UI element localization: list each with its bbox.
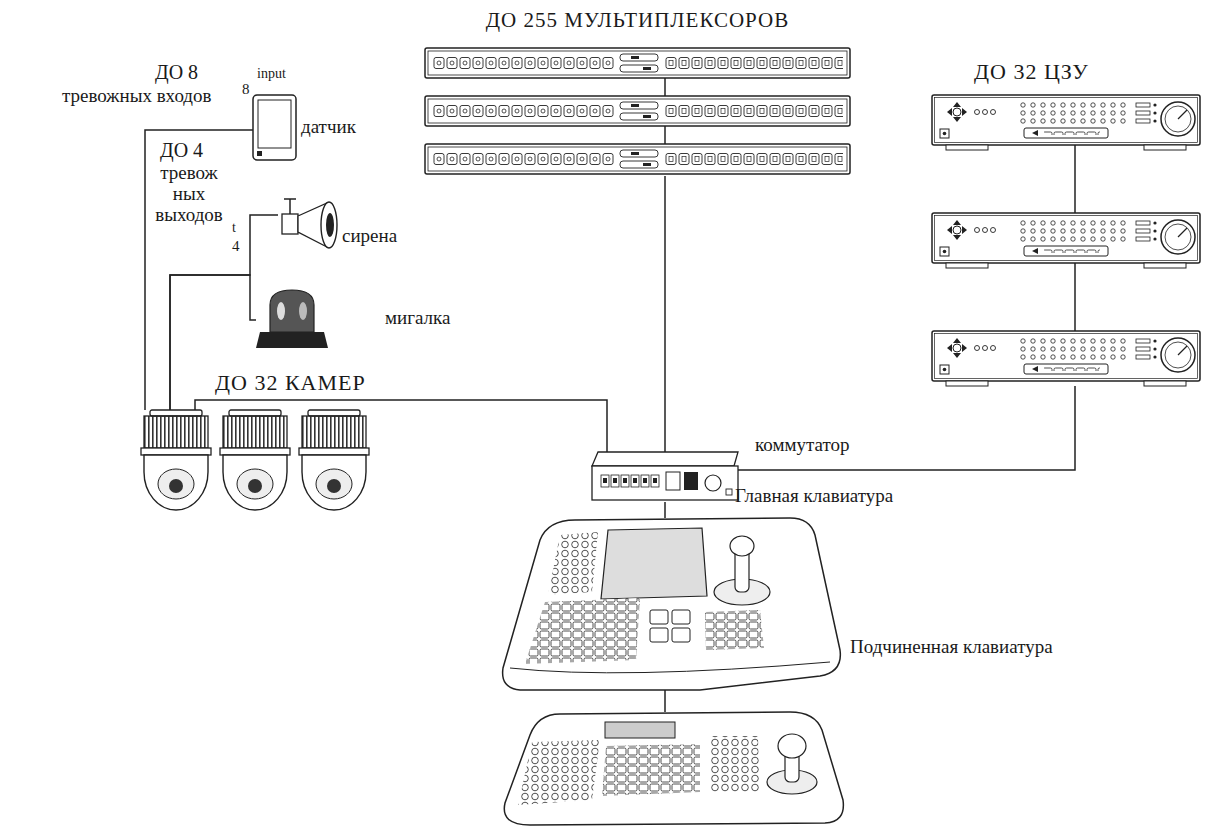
main-keyboard xyxy=(510,662,830,673)
siren-horn xyxy=(289,199,291,214)
wire-connector xyxy=(664,690,666,712)
multiplexer-stack xyxy=(425,48,850,78)
recorder-stack xyxy=(1074,145,1076,213)
network-switch xyxy=(684,472,698,490)
slave-keyboard xyxy=(778,734,806,758)
beacon-lamp xyxy=(277,302,285,320)
camera-group xyxy=(299,410,369,510)
recorder-stack xyxy=(932,95,1200,386)
alarm-sensor xyxy=(253,95,296,160)
multiplexer-stack xyxy=(425,144,850,174)
network-switch xyxy=(705,475,721,491)
wire-connector xyxy=(195,400,607,452)
main-keyboard xyxy=(503,518,841,690)
main-keyboard xyxy=(650,610,668,624)
recorder-stack xyxy=(1074,263,1076,331)
alarm-sensor xyxy=(257,151,262,156)
multiplexer-stack xyxy=(425,96,850,126)
alarm-sensor xyxy=(258,100,291,148)
network-switch xyxy=(592,466,738,500)
beacon-lamp xyxy=(299,302,307,320)
annotation-label: тревож ных выходов xyxy=(150,163,228,226)
device-label: ДО 32 КАМЕР xyxy=(215,370,366,395)
main-keyboard xyxy=(672,610,690,624)
main-keyboard: Главная клавиатура xyxy=(500,518,840,690)
siren-device: сирена xyxy=(278,198,340,250)
siren-horn xyxy=(282,199,337,248)
annotation-label: ДО 8 xyxy=(155,61,198,83)
annotation-label: t xyxy=(232,220,236,235)
device-label: сирена xyxy=(342,225,397,247)
wire-connector xyxy=(738,386,1075,470)
siren-horn xyxy=(326,213,334,237)
device-label: ДО 32 ЦЗУ xyxy=(974,59,1089,84)
slave-keyboard xyxy=(518,740,600,805)
beacon-lamp xyxy=(256,332,328,348)
wire-connector xyxy=(145,130,253,410)
multiplexer-stack xyxy=(425,48,850,174)
siren-horn xyxy=(321,202,337,248)
device-label: Главная клавиатура xyxy=(735,485,893,507)
device-label: коммутатор xyxy=(755,434,849,456)
device-label: Подчиненная клавиатура xyxy=(850,636,1053,658)
device-label: мигалка xyxy=(385,307,450,329)
slave-keyboard xyxy=(602,744,700,796)
main-keyboard xyxy=(548,532,598,595)
annotation-label: тревожных входов xyxy=(62,86,212,107)
network-switch xyxy=(600,474,660,488)
sensor-device: датчик xyxy=(253,95,296,160)
multiplexer-stack xyxy=(664,78,666,96)
siren-horn xyxy=(282,214,298,234)
recorder-stack xyxy=(932,331,1200,386)
recorder-stack xyxy=(932,95,1200,150)
recorder-group: ДО 32 ЦЗУ xyxy=(932,93,1202,386)
main-keyboard xyxy=(525,598,640,664)
slave-keyboard xyxy=(504,712,843,825)
beacon-lamp xyxy=(270,290,314,332)
wire-connector xyxy=(664,502,666,518)
camera-group: ДО 32 КАМЕР xyxy=(140,410,372,510)
alarm-sensor xyxy=(253,95,296,160)
network-switch xyxy=(592,452,738,466)
slave-keyboard xyxy=(504,712,843,825)
wire-connector xyxy=(664,176,666,452)
slave-keyboard xyxy=(710,736,760,792)
slave-keyboard: Подчиненная клавиатура xyxy=(500,712,845,826)
annotation-label: 8 xyxy=(242,81,250,98)
beacon-device: мигалка xyxy=(256,290,328,350)
annotation-label: ДО 4 xyxy=(160,139,203,161)
main-keyboard xyxy=(672,628,690,642)
main-keyboard xyxy=(730,536,754,556)
camera-group xyxy=(141,410,211,510)
multiplexer-group: ДО 255 МУЛЬТИПЛЕКСОРОВ xyxy=(425,46,850,176)
annotation-label: 4 xyxy=(232,238,240,255)
slave-keyboard xyxy=(605,722,675,738)
main-keyboard xyxy=(503,518,841,690)
network-switch xyxy=(726,489,732,495)
device-label: датчик xyxy=(301,116,356,138)
siren-horn xyxy=(284,198,296,200)
switch-device: коммутатор xyxy=(590,452,738,502)
multiplexer-stack xyxy=(664,126,666,144)
camera-group xyxy=(220,410,290,510)
network-switch xyxy=(666,472,680,490)
device-label: ДО 255 МУЛЬТИПЛЕКСОРОВ xyxy=(425,8,850,32)
main-keyboard xyxy=(705,610,764,650)
beacon-lamp xyxy=(256,290,328,348)
network-switch xyxy=(592,452,738,500)
camera-group xyxy=(141,410,369,510)
main-keyboard xyxy=(650,628,668,642)
annotation-label: input xyxy=(257,66,286,81)
recorder-stack xyxy=(932,213,1200,268)
main-keyboard xyxy=(601,528,707,599)
